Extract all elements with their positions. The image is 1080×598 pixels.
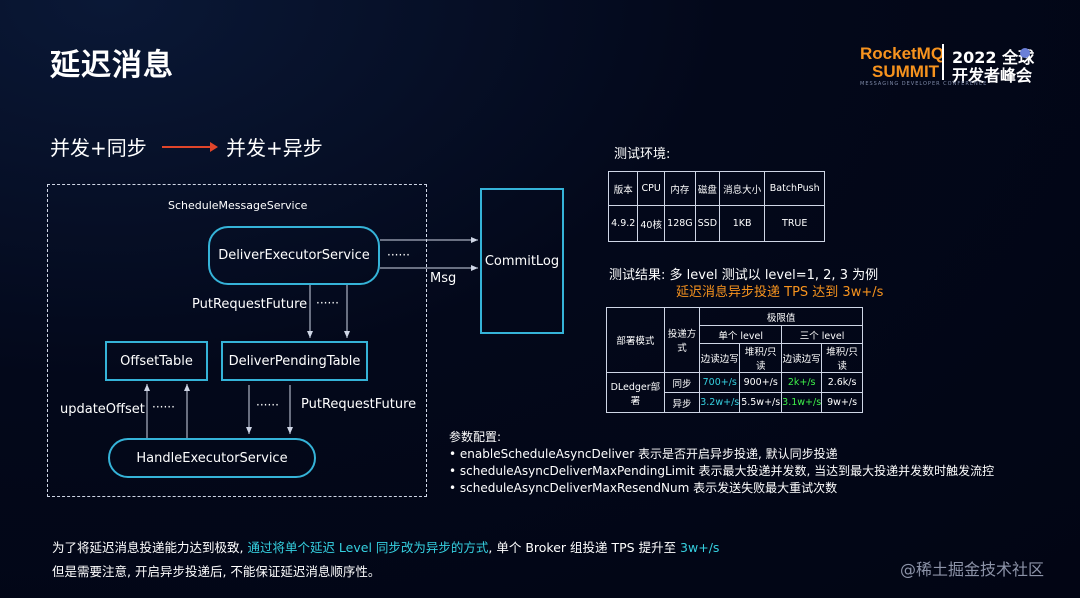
watermark: @稀土掘金技术社区 <box>900 560 1045 579</box>
env-header-cell: 版本 <box>607 171 639 206</box>
summary-text: , 单个 Broker 组投递 TPS 提升至 <box>488 540 681 555</box>
perf-row-mode: 同步 <box>663 372 701 393</box>
config-item-text: scheduleAsyncDeliverMaxResendNum 表示发送失败最… <box>459 481 838 495</box>
deliver-pending-table-node: DeliverPendingTable <box>221 341 368 381</box>
put-request-future-bottom-label: PutRequestFuture <box>301 397 417 412</box>
perf-table: 部署模式 投递方式 极限值 单个 level 三个 level 边读边写 堆积/… <box>606 307 863 413</box>
perf-three-level-header: 三个 level <box>781 325 863 344</box>
perf-delivery-mode-header: 投递方式 <box>663 307 701 373</box>
flow-to: 并发+异步 <box>226 136 323 160</box>
logo-year: 2022 全球 <box>952 48 1035 67</box>
flow-from: 并发+同步 <box>50 136 147 160</box>
env-header-cell: BatchPush <box>764 171 825 206</box>
logo-tagline: MESSAGING DEVELOPER CONFERENCE <box>860 81 988 87</box>
env-header-cell: CPU <box>637 171 665 206</box>
perf-row-mode: 异步 <box>663 392 701 413</box>
config-heading: 参数配置: <box>449 430 502 444</box>
env-value-cell: 1KB <box>718 205 766 242</box>
perf-cell: 3.2w+/s <box>699 392 741 413</box>
perf-cell: 900+/s <box>739 372 783 393</box>
summary-text: 为了将延迟消息投递能力达到极致, <box>52 540 248 555</box>
logo-planet-icon <box>1020 48 1030 58</box>
msg-label: Msg <box>430 271 457 286</box>
summary-highlight: 通过将单个延迟 Level 同步改为异步的方式 <box>247 540 489 555</box>
config-item-text: enableScheduleAsyncDeliver 表示是否开启异步投递, 默… <box>459 447 838 461</box>
perf-cell: 700+/s <box>699 372 741 393</box>
config-item: • enableScheduleAsyncDeliver 表示是否开启异步投递,… <box>449 447 838 461</box>
handle-executor-service-node: HandleExecutorService <box>108 438 316 478</box>
logo-divider <box>942 44 944 80</box>
summary-tps: 3w+/s <box>680 540 720 555</box>
env-value-cell: TRUE <box>764 205 825 242</box>
env-header-cell: 消息大小 <box>718 171 766 206</box>
env-value-cell: 4.9.2 <box>607 205 639 242</box>
summary-line2: 但是需要注意, 开启异步投递后, 不能保证延迟消息顺序性。 <box>52 564 381 579</box>
config-item: • scheduleAsyncDeliverMaxPendingLimit 表示… <box>449 464 995 478</box>
env-value-cell: 40核 <box>637 205 665 242</box>
perf-cell: 9w+/s <box>821 392 863 413</box>
update-offset-label: updateOffset <box>60 402 145 417</box>
perf-cell: 3.1w+/s <box>781 392 823 413</box>
perf-cell: 2k+/s <box>781 372 823 393</box>
perf-cell: 2.6k/s <box>821 372 863 393</box>
env-heading: 测试环境: <box>614 147 671 162</box>
dots-left: ······ <box>152 400 175 414</box>
dots-right: ······ <box>256 398 279 412</box>
env-header-cell: 磁盘 <box>694 171 720 206</box>
deliver-executor-service-node: DeliverExecutorService <box>208 226 380 285</box>
perf-deploy-mode-header: 部署模式 <box>606 307 665 373</box>
env-table: 版本 CPU 内存 磁盘 消息大小 BatchPush 4.9.2 40核 12… <box>607 171 825 242</box>
logo-summit: SUMMIT <box>872 62 940 81</box>
dots-top: ······ <box>316 296 339 310</box>
env-header-cell: 内存 <box>663 171 696 206</box>
perf-col-a: 边读边写 <box>781 343 823 373</box>
commitlog-node: CommitLog <box>480 188 564 334</box>
config-item: • scheduleAsyncDeliverMaxResendNum 表示发送失… <box>449 481 838 495</box>
schedule-service-container <box>47 184 427 497</box>
perf-col-b: 堆积/只读 <box>821 343 863 373</box>
perf-row-group: DLedger部署 <box>606 372 665 413</box>
summary-line1: 为了将延迟消息投递能力达到极致, 通过将单个延迟 Level 同步改为异步的方式… <box>52 537 719 556</box>
env-value-cell: 128G <box>663 205 696 242</box>
logo-brand: RocketMQ <box>860 44 945 63</box>
perf-single-level-header: 单个 level <box>699 325 783 344</box>
config-item-text: scheduleAsyncDeliverMaxPendingLimit 表示最大… <box>459 464 995 478</box>
perf-limit-header: 极限值 <box>699 307 863 326</box>
result-line2: 延迟消息异步投递 TPS 达到 3w+/s <box>676 285 884 300</box>
env-value-cell: SSD <box>694 205 720 242</box>
perf-cell: 5.5w+/s <box>739 392 783 413</box>
dots-executor-commitlog: ······ <box>387 248 410 262</box>
put-request-future-top-label: PutRequestFuture <box>192 297 308 312</box>
container-label: ScheduleMessageService <box>168 199 308 212</box>
perf-col-a: 边读边写 <box>699 343 741 373</box>
result-line1: 测试结果: 多 level 测试以 level=1, 2, 3 为例 <box>609 268 879 283</box>
offset-table-node: OffsetTable <box>105 341 208 381</box>
flow-arrow-icon <box>162 142 218 152</box>
page-title: 延迟消息 <box>50 48 174 83</box>
logo-event: 开发者峰会 <box>952 66 1033 85</box>
perf-col-b: 堆积/只读 <box>739 343 783 373</box>
